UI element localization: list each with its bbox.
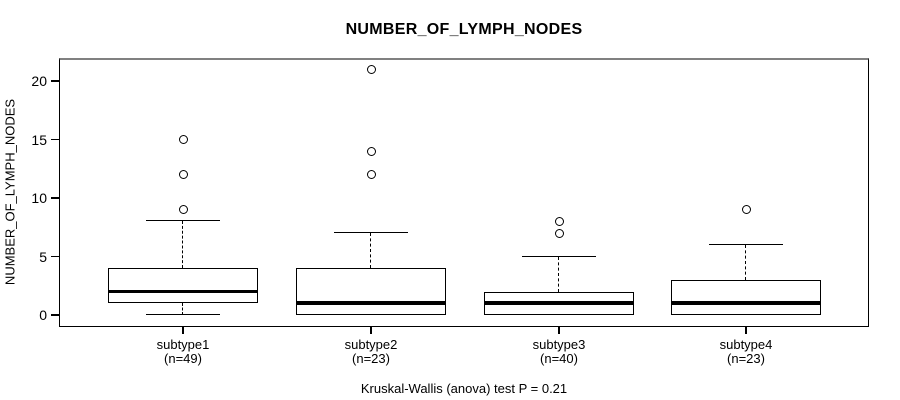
- box-median: [108, 289, 258, 294]
- whisker-cap-upper: [334, 232, 408, 234]
- x-axis-tick: [370, 327, 372, 334]
- box-iqr: [108, 268, 258, 304]
- stat-test-caption: Kruskal-Wallis (anova) test P = 0.21: [360, 381, 568, 396]
- whisker-line-upper: [370, 233, 371, 269]
- box-median: [296, 301, 446, 305]
- whisker-line-lower: [182, 303, 183, 315]
- y-axis-tick: [51, 138, 59, 140]
- x-axis-category-label: subtype4(n=23): [656, 338, 836, 366]
- whisker-line-upper: [182, 221, 183, 269]
- whisker-line-upper: [745, 244, 746, 280]
- category-name: subtype3: [532, 337, 586, 352]
- category-name: subtype2: [344, 337, 398, 352]
- y-axis-tick-label: 20: [31, 73, 47, 89]
- whisker-cap-lower: [146, 314, 220, 315]
- x-axis-category-label: subtype1(n=49): [93, 338, 273, 366]
- y-axis-tick-label: 10: [31, 190, 47, 206]
- whisker-cap-upper: [709, 243, 783, 245]
- chart-title: NUMBER_OF_LYMPH_NODES: [345, 21, 583, 38]
- outlier-point: [366, 170, 376, 180]
- x-axis-category-label: subtype3(n=40): [469, 338, 649, 366]
- y-axis-tick: [51, 314, 59, 316]
- y-axis-tick-label: 15: [31, 131, 47, 148]
- whisker-line-upper: [558, 256, 559, 292]
- x-axis-category-label: subtype2(n=23): [281, 338, 461, 366]
- outlier-point: [366, 146, 376, 156]
- y-axis-tick: [51, 197, 59, 199]
- box-iqr: [296, 268, 446, 315]
- category-sample-size: (n=23): [352, 351, 390, 366]
- box-median: [484, 301, 634, 305]
- y-axis-tick: [51, 80, 59, 82]
- category-sample-size: (n=23): [727, 351, 765, 366]
- whisker-cap-upper: [522, 255, 596, 257]
- box-median: [671, 301, 821, 305]
- x-axis-tick: [558, 327, 560, 334]
- category-name: subtype4: [719, 337, 773, 352]
- outlier-point: [178, 205, 188, 215]
- outlier-point: [178, 170, 188, 180]
- outlier-point: [366, 64, 376, 74]
- x-axis-tick: [745, 327, 747, 334]
- y-axis-tick-label: 0: [39, 307, 47, 323]
- outlier-point: [554, 228, 564, 238]
- whisker-cap-upper: [146, 220, 220, 222]
- y-axis-tick: [51, 255, 59, 257]
- outlier-point: [554, 216, 564, 226]
- box-iqr: [671, 279, 821, 315]
- outlier-point: [178, 135, 188, 144]
- category-name: subtype1: [156, 337, 210, 352]
- category-sample-size: (n=40): [540, 351, 578, 366]
- category-sample-size: (n=49): [164, 351, 202, 366]
- y-axis-tick-label: 5: [39, 248, 47, 265]
- outlier-point: [741, 205, 751, 215]
- x-axis-tick: [182, 327, 184, 334]
